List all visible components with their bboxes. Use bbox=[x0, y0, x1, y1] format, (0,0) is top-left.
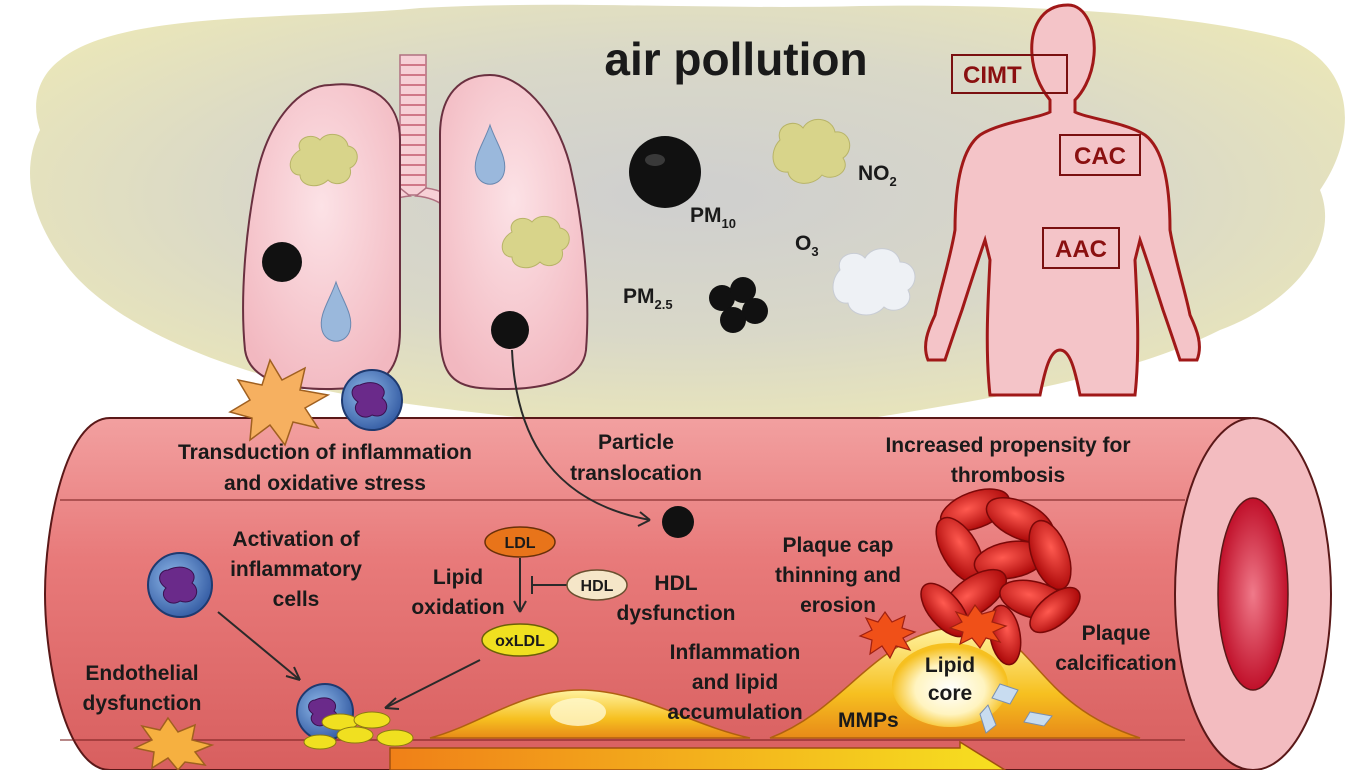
cac-box bbox=[1059, 134, 1141, 176]
plaque-cap-starburst bbox=[858, 610, 917, 660]
lipid-core bbox=[892, 643, 1008, 727]
arrows bbox=[217, 349, 651, 710]
aac-label: AAC bbox=[1055, 236, 1107, 263]
calcification-crystal bbox=[991, 683, 1019, 705]
pm25-particles bbox=[709, 277, 768, 333]
left-lung-cloud bbox=[289, 133, 358, 187]
cimt-box bbox=[951, 54, 1068, 94]
vessel-lumen bbox=[1217, 497, 1289, 691]
starbursts bbox=[132, 358, 1008, 772]
left-lung-droplet bbox=[320, 280, 352, 342]
ldl-molecule bbox=[484, 526, 556, 558]
thrombus bbox=[920, 488, 1081, 666]
molecules: LDL HDL oxLDL bbox=[481, 526, 628, 657]
diagram-title: air pollution bbox=[604, 33, 867, 85]
activation-arrow bbox=[217, 611, 301, 681]
progression-arrow bbox=[389, 740, 1008, 771]
activated-inflammatory-cell bbox=[147, 552, 213, 618]
oxldl-label: oxLDL bbox=[495, 633, 545, 650]
foam-cell bbox=[296, 683, 414, 750]
pollutant-group: PM10 PM2.5 NO2 O3 bbox=[623, 119, 916, 333]
o3-label: O3 bbox=[795, 232, 819, 259]
right-lung-particle bbox=[491, 311, 529, 349]
left-lung bbox=[242, 83, 401, 391]
cac-label: CAC bbox=[1074, 143, 1126, 170]
o3-cloud bbox=[832, 248, 916, 316]
pm10-label: PM10 bbox=[690, 204, 736, 231]
lung-inflammatory-cell bbox=[341, 369, 403, 431]
human-body: CIMT CAC AAC bbox=[924, 3, 1201, 397]
erosion-starburst bbox=[948, 603, 1008, 650]
calcification-crystal bbox=[1023, 711, 1053, 727]
translocation-arrow bbox=[511, 349, 651, 521]
lungs bbox=[242, 54, 589, 391]
calcification-crystal bbox=[979, 704, 997, 734]
no2-cloud bbox=[772, 119, 851, 184]
hdl-label: HDL bbox=[581, 578, 614, 595]
hdl-molecule bbox=[566, 569, 628, 601]
translocated-particle bbox=[662, 506, 694, 538]
pm10-particle bbox=[629, 136, 701, 208]
inflammation-starburst bbox=[228, 358, 331, 447]
no2-label: NO2 bbox=[858, 162, 897, 189]
ldl-label: LDL bbox=[504, 535, 535, 552]
oxldl-molecule bbox=[481, 623, 559, 657]
cimt-label: CIMT bbox=[963, 62, 1022, 89]
mmps-label: MMPs bbox=[838, 709, 899, 732]
pm25-label: PM2.5 bbox=[623, 285, 673, 312]
inflammatory-cells bbox=[147, 369, 414, 750]
left-lung-particle bbox=[262, 242, 302, 282]
right-lung-cloud bbox=[501, 215, 570, 269]
aac-box bbox=[1042, 227, 1120, 269]
oxldl-arrow bbox=[384, 659, 481, 709]
right-lung-droplet bbox=[474, 123, 506, 185]
